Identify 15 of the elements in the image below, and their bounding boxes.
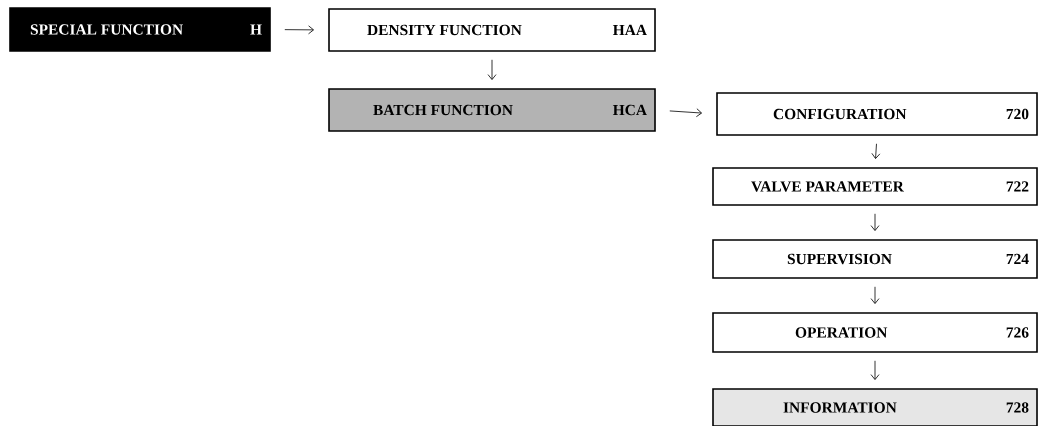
menu-box: VALVE PARAMETER 722 (712, 167, 1038, 206)
arrow (870, 360, 880, 380)
arrow (669, 108, 702, 118)
menu-box: SPECIAL FUNCTION H (9, 7, 271, 52)
menu-box: OPERATION 726 (712, 312, 1038, 353)
arrow (487, 59, 497, 80)
arrow (870, 286, 880, 304)
menu-box: DENSITY FUNCTION HAA (328, 8, 656, 52)
menu-box: CONFIGURATION 720 (716, 92, 1038, 136)
arrow (871, 143, 881, 159)
menu-box: BATCH FUNCTION HCA (328, 88, 656, 132)
menu-box: SUPERVISION 724 (712, 239, 1038, 279)
arrow (284, 25, 314, 35)
arrow (870, 213, 880, 231)
menu-box: INFORMATION 728 (712, 388, 1038, 426)
